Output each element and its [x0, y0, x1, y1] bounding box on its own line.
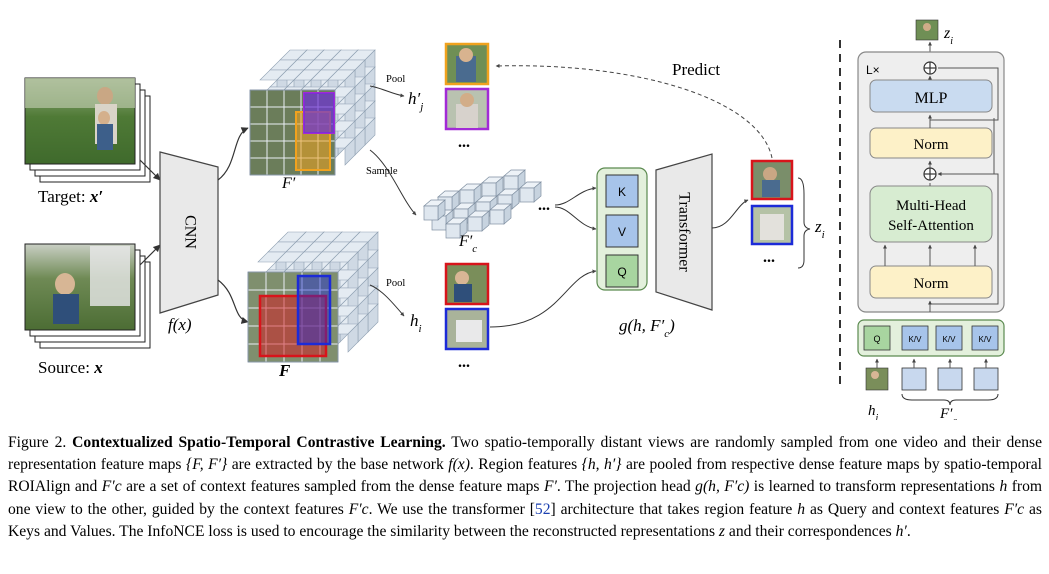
repeat-label: L× [866, 63, 880, 77]
citation-link[interactable]: 52 [534, 500, 551, 518]
mhsa-box [869, 185, 993, 243]
v-box [605, 214, 639, 248]
figure-diagram: Target: x′ Source: x CNN f(x) F′ F Pool … [24, 19, 1005, 420]
g-label: g(h, F′c) [619, 316, 675, 340]
mhsa-label-1: Multi-Head [896, 198, 966, 214]
transformer-label: Transformer [675, 192, 692, 272]
q-label: Q [617, 265, 626, 279]
mhsa-label-2: Self-Attention [888, 218, 974, 234]
input-q-box [863, 325, 891, 351]
fc-input-label: F′c [939, 406, 957, 420]
k-box [605, 174, 639, 208]
cnn-label: CNN [181, 215, 198, 249]
k-label: K [618, 185, 626, 199]
fc-label: F′c [458, 233, 477, 255]
norm-bottom-box [869, 265, 993, 299]
input-q-label: Q [873, 334, 880, 344]
source-video-stack [24, 243, 151, 349]
layer-stack [857, 51, 1005, 313]
pool-top-label: Pool [386, 74, 405, 85]
fx-label: f(x) [168, 315, 192, 334]
ellipsis-context: ... [538, 197, 550, 214]
zi-label: zi [814, 217, 825, 241]
zi-output-label: zi [943, 25, 953, 47]
hi-thumb [865, 367, 889, 391]
pool-bottom-label: Pool [386, 278, 405, 289]
pooled-target-orange [444, 42, 490, 86]
q-box [605, 254, 639, 288]
v-label: V [618, 225, 626, 239]
target-video-stack [24, 77, 151, 183]
qkv-stack: K V Q [596, 167, 648, 291]
norm-top-label: Norm [914, 137, 949, 153]
context-features [423, 169, 542, 239]
ellipsis-top: ... [458, 134, 470, 151]
pooled-source-blue [444, 307, 490, 351]
ellipsis-output: ... [763, 249, 775, 266]
mlp-box [869, 79, 993, 113]
norm-top-box [869, 127, 993, 159]
hi-label: hi [410, 311, 422, 335]
figure-caption: Figure 2. Contextualized Spatio-Temporal… [8, 434, 1043, 540]
output-blue [750, 204, 794, 246]
input-kv-box [935, 325, 963, 351]
ellipsis-bottom: ... [458, 354, 470, 371]
mlp-label: MLP [915, 90, 948, 107]
hj-label: h′j [408, 89, 423, 113]
predict-label: Predict [672, 60, 720, 79]
sample-label: Sample [366, 166, 398, 177]
pooled-source-red [444, 262, 490, 306]
target-label: Target: x′ [38, 187, 103, 206]
feature-map-f-prime [249, 49, 376, 176]
source-label: Source: x [38, 358, 103, 377]
caption-title: Contextualized Spatio-Temporal Contrasti… [72, 434, 446, 451]
input-row [857, 319, 1005, 357]
output-red [750, 159, 794, 201]
figure-number: Figure 2. [8, 434, 67, 451]
input-kv-label: K/V [943, 335, 957, 344]
f-prime-label: F′ [281, 175, 296, 192]
transformer-detail: zi L× MLP Norm Multi-Head Self-Attention… [857, 19, 1005, 420]
f-label: F [278, 361, 291, 380]
context-token [973, 367, 999, 391]
transformer-block [655, 153, 713, 311]
context-token [901, 367, 927, 391]
cnn-block [159, 151, 219, 314]
pooled-target-purple [444, 87, 490, 131]
input-kv-box [901, 325, 929, 351]
hi-input-label: hi [868, 403, 879, 420]
input-kv-box [971, 325, 999, 351]
input-kv-label: K/V [909, 335, 923, 344]
input-kv-label: K/V [979, 335, 993, 344]
feature-map-f [247, 231, 379, 363]
context-token [937, 367, 963, 391]
norm-bottom-label: Norm [914, 276, 949, 292]
